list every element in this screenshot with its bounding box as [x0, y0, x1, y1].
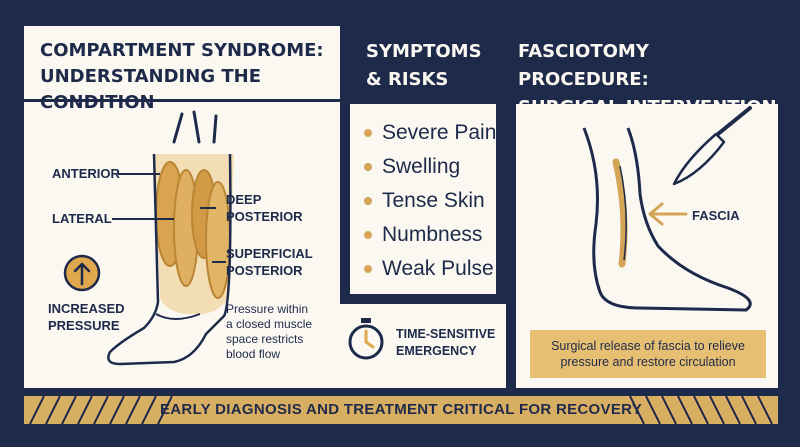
bullet-icon: [364, 265, 372, 273]
label-superficial-posterior: SUPERFICIAL POSTERIOR: [226, 246, 313, 278]
fasciotomy-illustration: [582, 106, 752, 312]
list-item: Numbness: [364, 218, 496, 252]
condition-title-line1: COMPARTMENT SYNDROME:: [40, 40, 324, 61]
label-anterior: ANTERIOR: [52, 166, 120, 181]
bullet-icon: [364, 129, 372, 137]
footer-stripes-right: [629, 396, 773, 424]
list-item: Tense Skin: [364, 184, 496, 218]
symptoms-title-line1: SYMPTOMS: [366, 41, 482, 62]
label-increased-pressure: INCREASED PRESSURE: [48, 301, 125, 333]
symptom-list: Severe Pain Swelling Tense Skin Numbness…: [364, 116, 496, 286]
list-item: Severe Pain: [364, 116, 496, 150]
footer-stripes-left: [29, 396, 173, 424]
bullet-icon: [364, 163, 372, 171]
procedure-title-line1: FASCIOTOMY PROCEDURE:: [518, 41, 649, 90]
label-lateral: LATERAL: [52, 211, 112, 226]
leg-anatomy-illustration: [63, 110, 234, 366]
symptoms-title-line2: & RISKS: [366, 69, 449, 90]
bullet-icon: [364, 231, 372, 239]
label-deep-posterior: DEEP POSTERIOR: [226, 192, 303, 224]
list-item: Swelling: [364, 150, 496, 184]
procedure-header: FASCIOTOMY PROCEDURE: SURGICAL INTERVENT…: [506, 26, 778, 118]
pressure-note: Pressure within a closed muscle space re…: [226, 302, 313, 361]
time-sensitive-label: TIME-SENSITIVE EMERGENCY: [396, 327, 496, 358]
symptoms-panel: [350, 104, 496, 294]
scalpel-icon: [672, 106, 752, 186]
procedure-callout: Surgical release of fascia to relieve pr…: [530, 330, 766, 378]
condition-header: COMPARTMENT SYNDROME: UNDERSTANDING THE …: [24, 26, 340, 113]
symptoms-header: SYMPTOMS & RISKS: [350, 26, 496, 100]
bullet-icon: [364, 197, 372, 205]
fascia-label: FASCIA: [692, 208, 740, 223]
condition-title-line2: UNDERSTANDING THE CONDITION: [40, 66, 262, 113]
footer-banner: EARLY DIAGNOSIS AND TREATMENT CRITICAL F…: [24, 396, 778, 424]
footer-text: EARLY DIAGNOSIS AND TREATMENT CRITICAL F…: [160, 401, 642, 418]
fascia-arrow-icon: [648, 202, 688, 226]
list-item: Weak Pulse: [364, 252, 496, 286]
stopwatch-icon: [348, 318, 384, 360]
fascia-incision: [612, 158, 628, 268]
